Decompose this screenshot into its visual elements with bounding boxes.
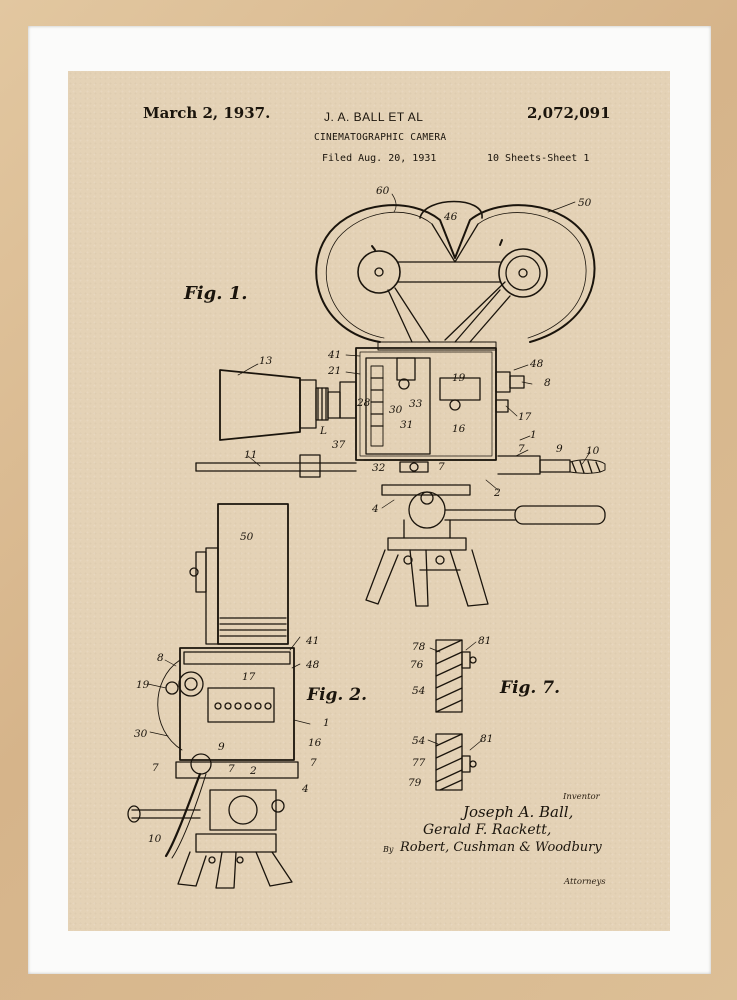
tripod-drawing: [195, 454, 606, 607]
ref-num: 48: [305, 659, 320, 671]
ref-num: 7: [228, 763, 235, 775]
ref-num: 11: [244, 449, 257, 461]
ref-num: 76: [410, 659, 424, 671]
patent-paper: [68, 71, 670, 931]
leader-lines: [147, 193, 591, 751]
ref-num: 10: [148, 833, 162, 845]
ref-num: 2: [493, 487, 501, 499]
figure-2-label: Fig. 2.: [307, 685, 367, 705]
ref-num: 7: [518, 443, 525, 455]
ref-num: 32: [372, 462, 386, 474]
fig7-drawing: [435, 639, 477, 791]
attorneys-signature: Robert, Cushman & Woodbury: [400, 840, 602, 855]
ref-num: 50: [578, 197, 592, 209]
ref-num: 46: [443, 211, 458, 223]
patent-title: CINEMATOGRAPHIC CAMERA: [314, 132, 447, 143]
figure-1-label: Fig. 1.: [184, 283, 248, 304]
ref-num: 79: [408, 777, 422, 789]
by-label: By: [383, 845, 394, 854]
ref-num: 8: [157, 652, 164, 664]
ref-num: 9: [556, 443, 563, 455]
inventor-signature-1: Joseph A. Ball,: [463, 803, 574, 821]
patent-inventors: J. A. BALL ET AL: [324, 110, 424, 124]
ref-num: 60: [376, 185, 390, 197]
ref-num: 30: [389, 404, 403, 416]
figure-7-label: Fig. 7.: [500, 678, 560, 698]
ref-num: 17: [518, 411, 532, 423]
ref-num: 4: [371, 503, 379, 515]
patent-filed-date: Filed Aug. 20, 1931: [322, 153, 437, 164]
ref-num: 54: [412, 735, 425, 747]
ref-num: 37: [332, 439, 346, 451]
ref-num: 54: [412, 685, 425, 697]
inventor-label: Inventor: [563, 792, 600, 802]
ref-num: 9: [218, 741, 225, 753]
ref-num: 33: [409, 398, 423, 410]
camera-body-drawing: [355, 341, 525, 473]
ref-num: 28: [356, 397, 371, 409]
ref-num: 1: [530, 429, 537, 441]
ref-num: 17: [242, 671, 256, 683]
ref-num: 8: [544, 377, 551, 389]
reference-numerals: 60 46 50 13 41 21 48 19 8 28 30 33 31 16…: [134, 185, 600, 845]
ref-num: 19: [452, 372, 466, 384]
ref-num: 7: [310, 757, 317, 769]
ref-num: 48: [529, 358, 544, 370]
film-magazine-drawing: [315, 200, 596, 343]
ref-num: 41: [305, 635, 319, 647]
lens-drawing: [219, 369, 357, 441]
patent-date: March 2, 1937.: [143, 104, 271, 122]
ref-num: 4: [301, 783, 309, 795]
ref-num: 10: [586, 445, 600, 457]
ref-num: 81: [480, 733, 493, 745]
ref-num: L: [319, 425, 327, 437]
ref-num: 13: [259, 355, 273, 367]
ref-num: 78: [412, 641, 426, 653]
ref-num: 30: [134, 728, 148, 740]
ref-num: 41: [327, 349, 341, 361]
fig2-drawing: [127, 503, 299, 889]
inventor-signature-2: Gerald F. Rackett,: [423, 822, 552, 838]
ref-num: 77: [412, 757, 426, 769]
ref-num: 21: [327, 365, 341, 377]
patent-number: 2,072,091: [527, 104, 611, 122]
ref-num: 19: [136, 679, 150, 691]
ref-num: 81: [478, 635, 491, 647]
ref-num: 31: [400, 419, 413, 431]
ref-num: 50: [240, 531, 254, 543]
ref-num: 16: [308, 737, 322, 749]
attorneys-label: Attorneys: [564, 877, 606, 887]
patent-sheet-count: 10 Sheets-Sheet 1: [487, 153, 590, 164]
ref-num: 7: [438, 461, 445, 473]
ref-num: 1: [323, 717, 330, 729]
ref-num: 2: [249, 765, 257, 777]
ref-num: 16: [452, 423, 466, 435]
ref-num: 7: [152, 762, 159, 774]
